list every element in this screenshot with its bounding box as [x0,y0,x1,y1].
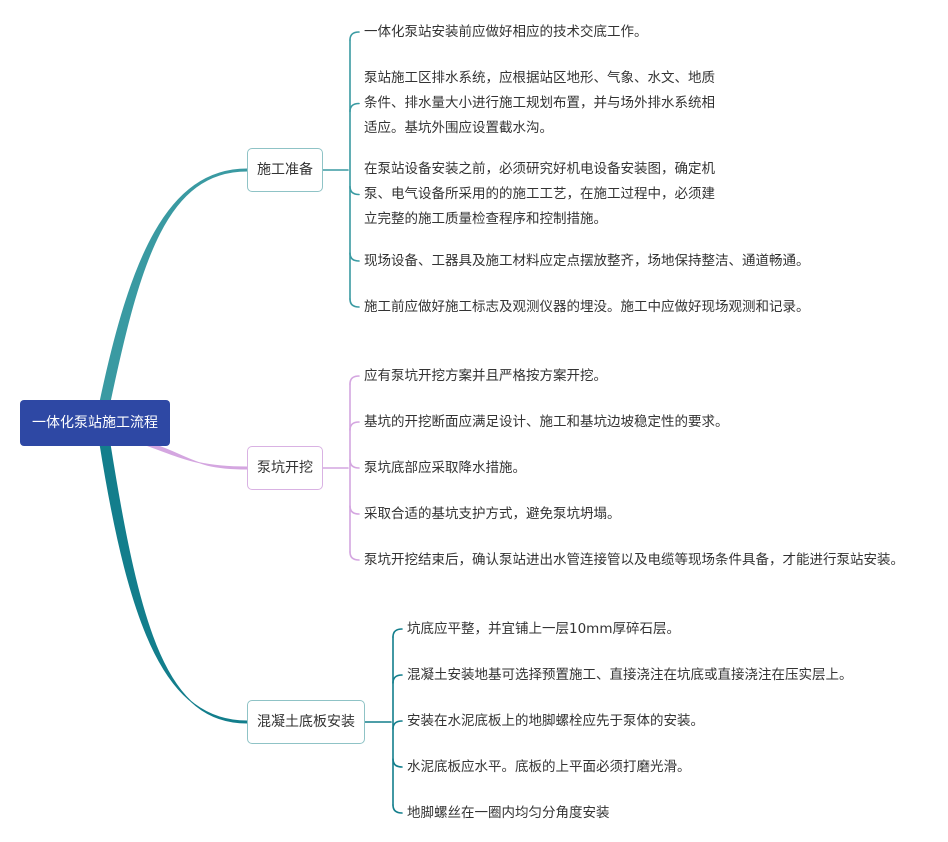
leaf-hook [392,720,403,730]
leaf-line: 安装在水泥底板上的地脚螺栓应先于泵体的安装。 [407,713,704,729]
leaf-base-4: 水泥底板应水平。底板的上平面必须打磨光滑。 [407,755,691,780]
leaf-hook [349,31,360,41]
leaf-line: 应有泵坑开挖方案并且严格按方案开挖。 [364,368,607,384]
leaf-hook [349,375,360,385]
leaf-line: 泵坑底部应采取降水措施。 [364,460,526,476]
leaf-pit-4: 采取合适的基坑支护方式，避免泵坑坍塌。 [364,502,621,527]
leaf-base-2: 混凝土安装地基可选择预置施工、直接浇注在坑底或直接浇注在压实层上。 [407,663,853,688]
leaf-line: 混凝土安装地基可选择预置施工、直接浇注在坑底或直接浇注在压实层上。 [407,667,853,683]
leaf-line: 现场设备、工器具及施工材料应定点摆放整齐，场地保持整洁、通道畅通。 [364,253,810,269]
leaf-line: 条件、排水量大小进行施工规划布置，并与场外排水系统相 [364,95,715,111]
leaf-base-5: 地脚螺丝在一圈内均匀分角度安装 [407,801,610,826]
leaf-line: 水泥底板应水平。底板的上平面必须打磨光滑。 [407,759,691,775]
leaf-line: 泵、电气设备所采用的的施工工艺，在施工过程中，必须建 [364,186,715,202]
leaf-line: 泵坑开挖结束后，确认泵站进出水管连接管以及电缆等现场条件具备，才能进行泵站安装。 [364,552,904,568]
branch-node-concrete-base[interactable]: 混凝土底板安装 [247,700,365,744]
root-to-branch-link [142,443,248,470]
leaf-line: 立完整的施工质量检查程序和控制措施。 [364,211,607,227]
leaf-pit-2: 基坑的开挖断面应满足设计、施工和基坑边坡稳定性的要求。 [364,410,729,435]
leaf-hook [349,298,360,308]
root-to-branch-link [99,168,248,403]
leaf-hook [392,674,403,684]
leaf-hook [349,252,360,262]
leaf-hook [349,421,360,431]
leaf-line: 泵站施工区排水系统，应根据站区地形、气象、水文、地质 [364,70,715,86]
leaf-prep-5: 施工前应做好施工标志及观测仪器的埋没。施工中应做好现场观测和记录。 [364,295,810,320]
leaf-line: 适应。基坑外围应设置截水沟。 [364,120,553,136]
leaf-line: 坑底应平整，并宜铺上一层10mm厚碎石层。 [407,621,680,637]
leaf-hook [392,804,403,814]
leaf-hook [349,185,360,196]
branch-node-pit-excavation[interactable]: 泵坑开挖 [247,446,323,490]
leaf-prep-1: 一体化泵站安装前应做好相应的技术交底工作。 [364,20,648,45]
leaf-hook [349,551,360,561]
leaf-prep-4: 现场设备、工器具及施工材料应定点摆放整齐，场地保持整洁、通道畅通。 [364,249,810,274]
leaf-base-1: 坑底应平整，并宜铺上一层10mm厚碎石层。 [407,617,680,642]
leaf-hook [392,758,403,768]
leaf-hook [392,628,403,638]
leaf-line: 一体化泵站安装前应做好相应的技术交底工作。 [364,24,648,40]
leaf-pit-3: 泵坑底部应采取降水措施。 [364,456,526,481]
leaf-hook [349,459,360,469]
root-node[interactable]: 一体化泵站施工流程 [20,400,170,446]
leaf-pit-1: 应有泵坑开挖方案并且严格按方案开挖。 [364,364,607,389]
leaf-line: 地脚螺丝在一圈内均匀分角度安装 [407,805,610,821]
leaf-line: 采取合适的基坑支护方式，避免泵坑坍塌。 [364,506,621,522]
leaf-hook [349,102,360,113]
leaf-line: 基坑的开挖断面应满足设计、施工和基坑边坡稳定性的要求。 [364,414,729,430]
leaf-base-3: 安装在水泥底板上的地脚螺栓应先于泵体的安装。 [407,709,704,734]
root-to-branch-link [99,443,248,724]
leaf-pit-5: 泵坑开挖结束后，确认泵站进出水管连接管以及电缆等现场条件具备，才能进行泵站安装。 [364,548,904,573]
leaf-prep-2: 泵站施工区排水系统，应根据站区地形、气象、水文、地质 条件、排水量大小进行施工规… [364,66,715,141]
leaf-hook [349,505,360,515]
leaf-line: 在泵站设备安装之前，必须研究好机电设备安装图，确定机 [364,161,715,177]
leaf-line: 施工前应做好施工标志及观测仪器的埋没。施工中应做好现场观测和记录。 [364,299,810,315]
leaf-prep-3: 在泵站设备安装之前，必须研究好机电设备安装图，确定机 泵、电气设备所采用的的施工… [364,157,715,232]
branch-node-construction-prep[interactable]: 施工准备 [247,148,323,192]
